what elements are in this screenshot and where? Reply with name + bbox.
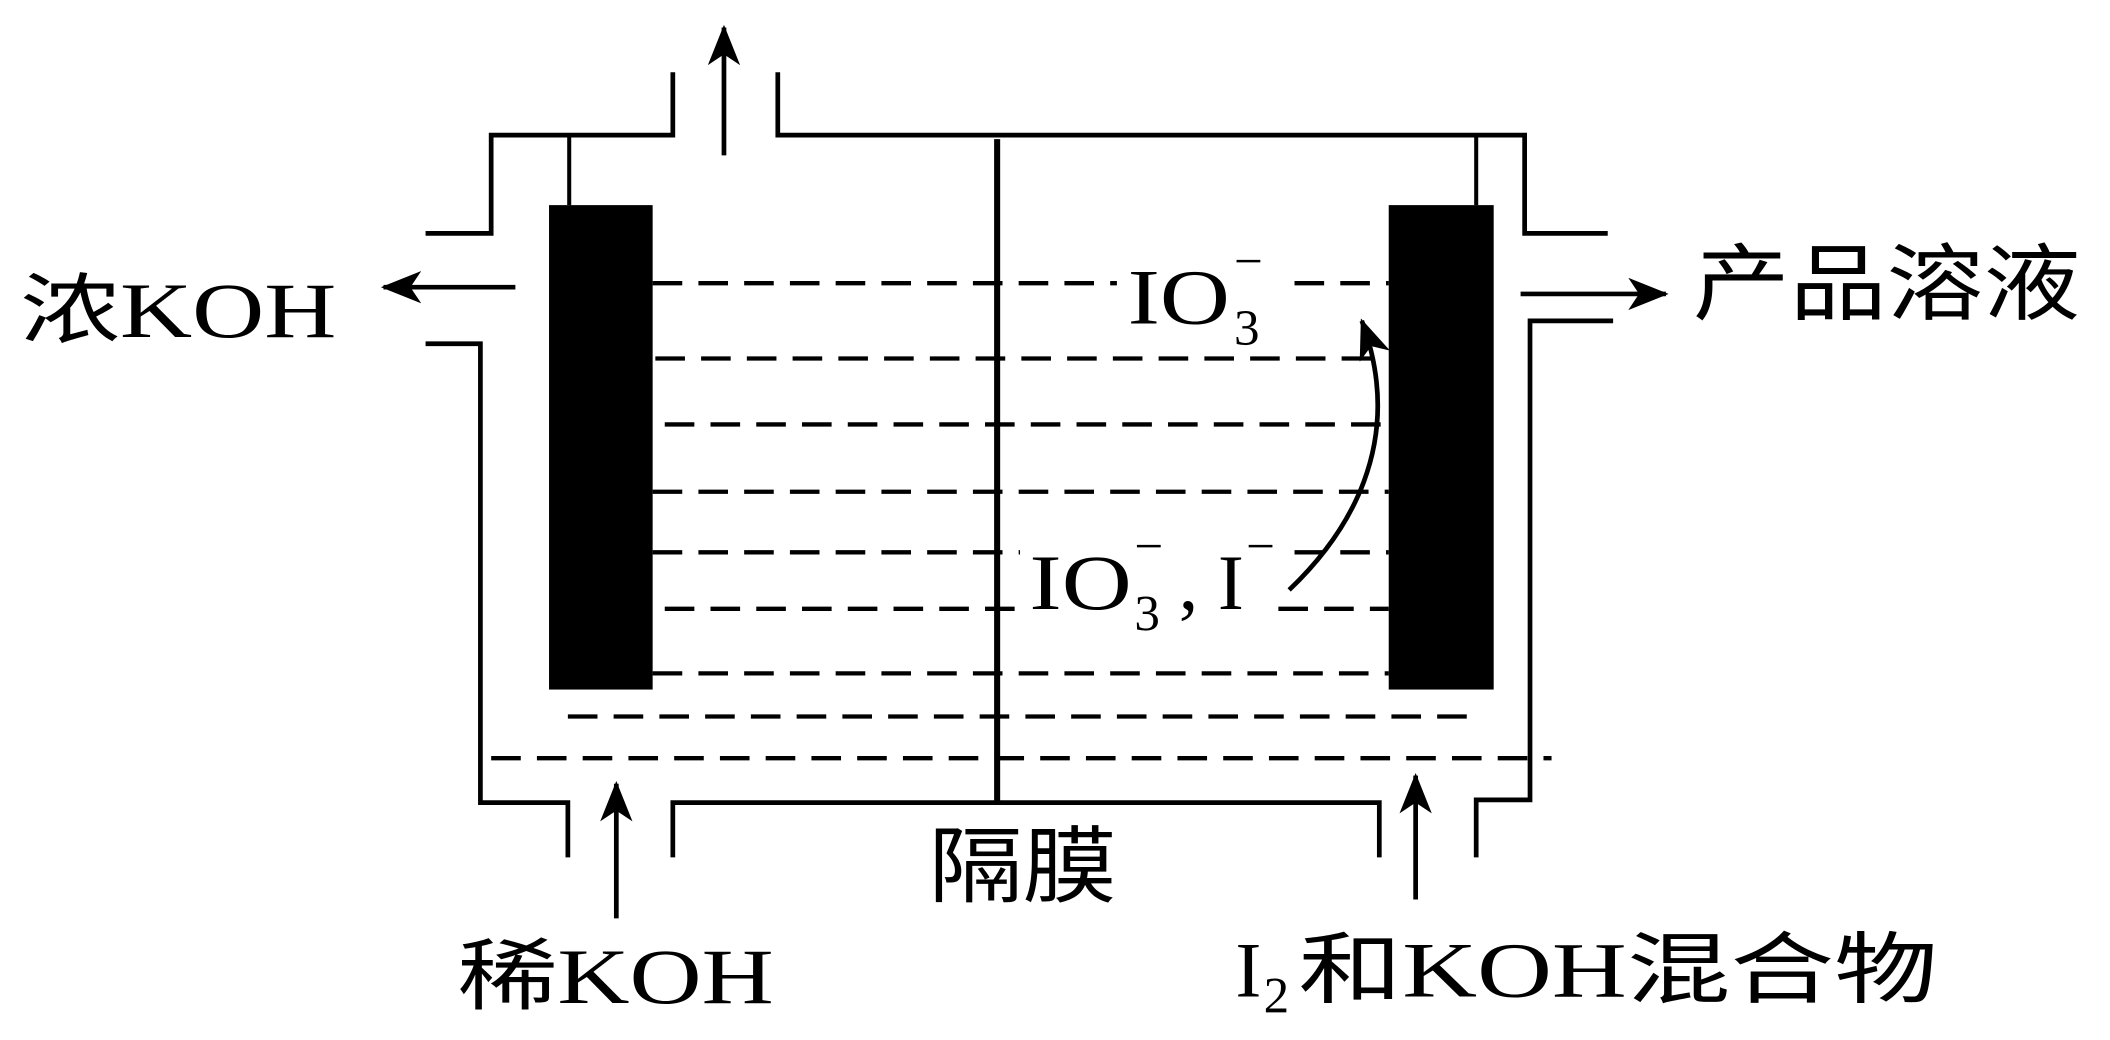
- upper-ion-label-subscript: 3: [1234, 300, 1260, 357]
- lower-ions-label-charge: −: [1134, 518, 1163, 575]
- cell-walls: [425, 72, 1614, 858]
- lower-ions-label: IO 3 − , I −: [1029, 518, 1274, 642]
- upper-ion-label-main: IO: [1128, 254, 1230, 341]
- left-top-wall: [425, 72, 676, 236]
- right-lower-wall: [1473, 318, 1614, 858]
- left-electrode: [549, 205, 653, 690]
- upper-ion-label-charge: −: [1234, 233, 1263, 290]
- left-lower-wall: [425, 341, 571, 858]
- right-top-wall: [775, 72, 1608, 236]
- right-inlet-label: I 2 和KOH混合物: [1235, 926, 1937, 1024]
- right-electrode: [1388, 205, 1494, 690]
- ion-conversion-curved-arrow: [1287, 318, 1390, 592]
- right-outlet-label: 产品溶液: [1693, 240, 2081, 332]
- right-inlet-label-iodine: I: [1235, 926, 1261, 1013]
- left-outlet-label: 浓KOH: [20, 267, 336, 354]
- lower-ions-label-iodate: IO: [1029, 539, 1131, 626]
- lower-ions-label-iodide-charge: −: [1246, 518, 1275, 575]
- lower-ions-label-separator: ,: [1179, 539, 1199, 626]
- left-inlet-label: 稀KOH: [458, 933, 774, 1020]
- lower-ions-label-subscript: 3: [1134, 585, 1160, 642]
- upper-ion-label: IO 3 −: [1128, 233, 1263, 357]
- bottom-middle-wall: [670, 800, 1382, 858]
- lower-ions-label-iodide: I: [1218, 539, 1244, 626]
- electrolyte-level-lines: [491, 281, 1552, 761]
- right-inlet-label-rest: 和KOH混合物: [1299, 926, 1938, 1013]
- right-inlet-label-subscript: 2: [1264, 968, 1290, 1025]
- membrane-label: 隔膜: [929, 822, 1117, 914]
